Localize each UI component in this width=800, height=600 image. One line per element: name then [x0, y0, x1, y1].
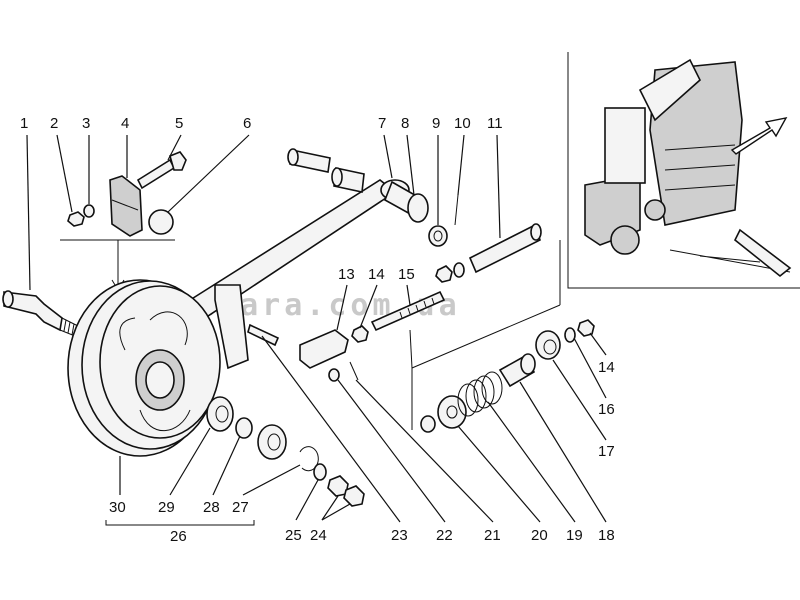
part-5-bolt — [136, 151, 187, 190]
part-25-washer — [313, 463, 327, 481]
callout-5: 5 — [175, 115, 183, 132]
callout-13: 13 — [338, 266, 355, 283]
assembly-bracket-tick — [409, 329, 413, 369]
callout-11: 11 — [487, 115, 503, 132]
callout-10: 10 — [454, 115, 471, 132]
part-nut-washer-pair — [435, 262, 465, 283]
part-30-wheel — [67, 279, 221, 457]
callout-23: 23 — [391, 527, 408, 544]
part-28-spacer — [235, 417, 253, 439]
callout-7: 7 — [378, 115, 386, 132]
callout-1: 1 — [20, 115, 28, 132]
callout-2: 2 — [50, 115, 58, 132]
part-21-washer — [420, 415, 436, 433]
callout-8: 8 — [401, 115, 409, 132]
part-27-bearing — [257, 424, 287, 460]
callout-14-right: 14 — [598, 359, 615, 376]
callout-25: 25 — [285, 527, 302, 544]
callout-28: 28 — [203, 499, 220, 516]
part-15-threaded-rod — [370, 290, 446, 332]
callout-30: 30 — [109, 499, 126, 516]
part-17-cup — [535, 330, 561, 360]
callout-3: 3 — [82, 115, 90, 132]
part-3-washer — [83, 204, 95, 218]
part-14b-nut — [577, 319, 595, 337]
part-20-plate — [437, 395, 467, 429]
part-19-spring — [457, 371, 503, 417]
part-16-washer — [564, 327, 576, 343]
leader-lines — [26, 134, 607, 523]
part-14-nut — [351, 325, 369, 343]
part-snap-ring — [299, 446, 319, 472]
part-24-nuts — [327, 475, 365, 507]
part-10-pin — [454, 194, 459, 226]
part-1-shaft — [2, 290, 83, 339]
part-11-tube — [468, 223, 542, 274]
part-cotter-pin — [349, 361, 359, 381]
callout-19: 19 — [566, 527, 583, 544]
part-4-clamp — [109, 175, 143, 237]
callout-20: 20 — [531, 527, 548, 544]
callout-29: 29 — [158, 499, 175, 516]
callout-16: 16 — [598, 401, 615, 418]
callout-22: 22 — [436, 527, 453, 544]
part-7-arm — [188, 148, 429, 370]
part-18-sleeve — [498, 353, 536, 388]
part-6-bushing — [148, 209, 174, 235]
callout-27: 27 — [232, 499, 249, 516]
callout-14-top: 14 — [368, 266, 385, 283]
callout-labels: 1 2 3 4 5 6 7 8 9 10 11 13 14 15 14 16 1… — [20, 115, 615, 545]
callout-15: 15 — [398, 266, 415, 283]
callout-21: 21 — [484, 527, 501, 544]
pointer-arrow-icon — [730, 117, 788, 155]
callout-18: 18 — [598, 527, 615, 544]
callout-9: 9 — [432, 115, 440, 132]
part-9-washer — [428, 225, 448, 247]
part-13-fork — [299, 329, 349, 369]
part-29-bearing — [206, 396, 234, 432]
callout-24: 24 — [310, 527, 327, 544]
assembly-bracket-line — [411, 240, 561, 430]
callout-26: 26 — [170, 528, 187, 545]
machine-overview-inset — [567, 52, 800, 289]
part-22-washer — [328, 368, 340, 382]
callout-17: 17 — [598, 443, 615, 460]
callout-4: 4 — [121, 115, 129, 132]
callout-6: 6 — [243, 115, 251, 132]
part-2-nut — [67, 211, 85, 227]
group-26-bracket — [105, 520, 255, 526]
